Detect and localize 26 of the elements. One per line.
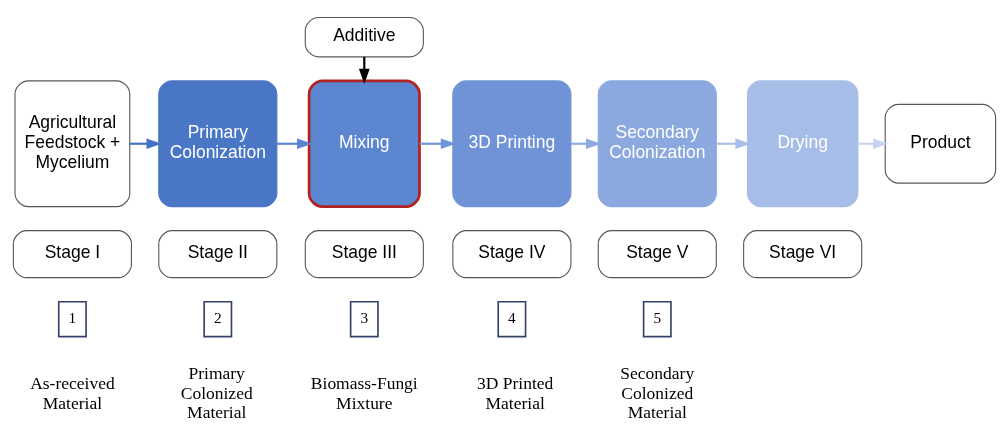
node-box: Stage II xyxy=(157,230,277,279)
arrow xyxy=(276,138,312,150)
node-label: Primary Colonized Material xyxy=(180,363,253,423)
node-box: Stage V xyxy=(597,230,717,279)
node-label: Secondary Colonized Material xyxy=(619,363,694,423)
node-box: 3 xyxy=(349,300,379,338)
node-box: 3D Printing xyxy=(451,80,571,208)
node-box: Stage I xyxy=(12,230,132,279)
node-box: Stage III xyxy=(304,230,424,279)
node-box: Agricultural Feedstock + Mycelium xyxy=(13,80,130,208)
node-box: Additive xyxy=(304,16,424,58)
arrow xyxy=(419,138,456,150)
node-label: 3D Printed Material xyxy=(476,372,553,413)
node-box: 2 xyxy=(202,300,232,338)
node-box: 5 xyxy=(642,300,672,338)
node-box: Mixing xyxy=(307,79,421,208)
node-box: Primary Colonization xyxy=(157,80,277,208)
node-box: 4 xyxy=(496,300,526,338)
node-label: As-received Material xyxy=(29,372,115,413)
node-box: Drying xyxy=(746,80,858,208)
node-box: Product xyxy=(884,103,996,184)
node-box: Secondary Colonization xyxy=(597,80,717,208)
node-label: Biomass-Fungi Mixture xyxy=(310,372,418,413)
node-box: 1 xyxy=(57,300,87,338)
node-box: Stage VI xyxy=(742,230,862,279)
node-box: Stage IV xyxy=(451,230,571,279)
